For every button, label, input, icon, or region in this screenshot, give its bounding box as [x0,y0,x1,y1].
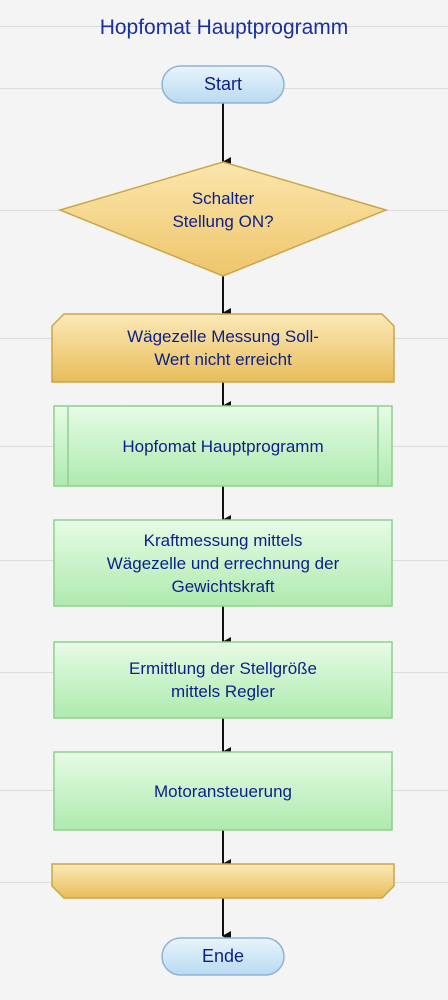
process-box-kraftmessung[interactable] [53,519,393,607]
grid-line [0,26,448,27]
start-label: Start [203,74,242,94]
process-box-stellgroesse[interactable] [53,641,393,719]
process-2-label-line: mittels Regler [171,682,275,701]
loop-start-label: Wägezelle Messung Soll- Wert nicht errei… [52,314,394,382]
subprocess-label: Hopfomat Hauptprogramm [122,436,324,456]
loop-start-label-line: Wägezelle Messung Soll- [127,327,319,346]
decision-label-line: Schalter [191,189,255,208]
decision-diamond[interactable] [57,161,389,277]
decision-label-line: Stellung ON? [172,212,274,231]
process-2-label-line: Ermittlung der Stellgröße [128,659,318,678]
process-box-motoransteuerung[interactable] [53,751,393,831]
end-label: Ende [201,946,245,966]
loop-end-shape[interactable] [51,863,395,899]
process-1-label-line: Wägezelle und errechnung der [106,553,340,573]
process-1-label: Kraftmessung mittels Wägezelle und errec… [54,520,392,606]
process-1-label-line: Kraftmessung mittels [143,530,303,550]
subprocess-box[interactable] [53,405,393,487]
start-terminal[interactable] [161,65,285,104]
loop-start-shape[interactable] [51,313,395,383]
process-2-label: Ermittlung der Stellgröße mittels Regler [54,642,392,718]
process-1-label-line: Gewichtskraft [171,576,275,596]
loop-start-label-line: Wert nicht erreicht [154,350,292,369]
diagram-title: Hopfomat Hauptprogramm [99,16,349,39]
end-terminal[interactable] [161,937,285,976]
process-3-label: Motoransteuerung [154,781,292,801]
decision-label: Schalter Stellung ON? [100,168,346,252]
